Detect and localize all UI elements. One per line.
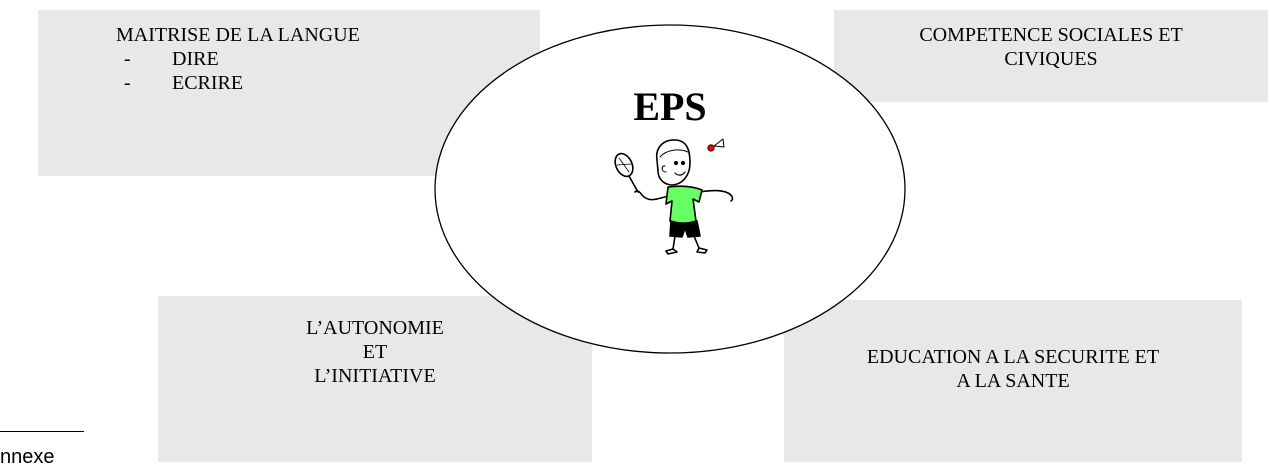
box-competences-sociales: COMPETENCE SOCIALES ET CIVIQUES	[834, 10, 1268, 102]
racket-icon	[614, 152, 639, 193]
box-maitrise-langue: MAITRISE DE LA LANGUE - DIRE - ECRIRE	[38, 10, 540, 176]
list-item-label: ECRIRE	[172, 72, 244, 94]
footnote-separator	[0, 431, 84, 432]
box-securite-sante: EDUCATION A LA SECURITE ET A LA SANTE	[784, 300, 1242, 462]
box-text: L’AUTONOMIE ET L’INITIATIVE	[158, 316, 592, 388]
shuttlecock-icon	[707, 138, 725, 152]
box-text: COMPETENCE SOCIALES ET CIVIQUES	[834, 23, 1268, 71]
box-line: COMPETENCE SOCIALES ET	[919, 24, 1183, 46]
bullet-dash: -	[124, 72, 131, 94]
center-title: EPS	[633, 84, 707, 129]
box-line: L’AUTONOMIE	[306, 317, 444, 339]
bullet-dash: -	[124, 48, 131, 70]
list-item-label: DIRE	[172, 48, 219, 70]
box-line: L’INITIATIVE	[314, 365, 436, 387]
box-line: A LA SANTE	[956, 370, 1070, 392]
box-heading: MAITRISE DE LA LANGUE	[116, 24, 360, 46]
box-line: CIVIQUES	[1004, 48, 1098, 70]
box-autonomie-initiative: L’AUTONOMIE ET L’INITIATIVE	[158, 296, 592, 462]
box-line: ET	[362, 341, 388, 363]
box-line: EDUCATION A LA SECURITE ET	[866, 346, 1160, 368]
footnote-text: nnexe	[0, 446, 55, 468]
badminton-player-illustration	[614, 138, 734, 255]
box-text: EDUCATION A LA SECURITE ET A LA SANTE	[784, 345, 1242, 393]
